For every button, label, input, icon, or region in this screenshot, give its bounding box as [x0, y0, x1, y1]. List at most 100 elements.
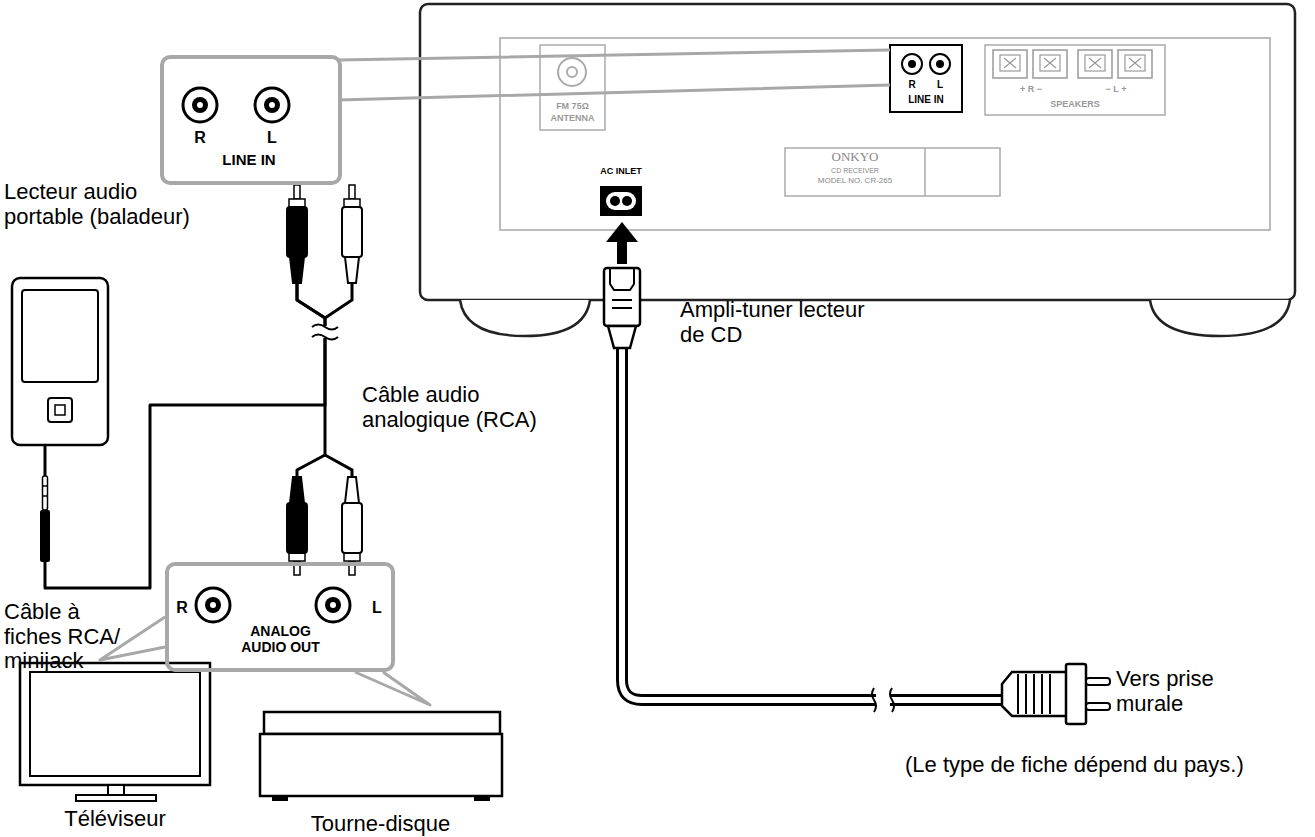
line-in-jacks: [902, 54, 922, 74]
turntable: [264, 712, 500, 734]
antenna-terminal: [558, 58, 586, 86]
jack-socket: [210, 602, 216, 608]
antenna-terminal: [540, 45, 605, 130]
rca-plugs: [287, 185, 362, 575]
cable-label: Câble à fiches RCA/ minijack: [4, 600, 139, 674]
rating-plate: [785, 148, 1000, 196]
rca-plugs: [287, 185, 307, 283]
power-cord: [612, 300, 632, 308]
tv-set: [108, 785, 124, 795]
jack-socket: [264, 97, 280, 113]
minijack-plug: [40, 476, 50, 562]
jack-socket: [255, 88, 289, 122]
cable-stub: [325, 283, 352, 478]
insert-arrow: [606, 222, 638, 264]
power-cord: [876, 688, 890, 714]
receiver-body: [460, 300, 590, 336]
jack-socket: [330, 602, 336, 608]
power-cord: [622, 345, 1002, 700]
portable-player: [12, 278, 108, 445]
line-in-jacks: [930, 54, 950, 74]
power-cord: [608, 326, 636, 348]
jack-socket: [197, 102, 203, 108]
ac-inlet: [622, 196, 632, 206]
model-text: MODEL NO. CR-265: [785, 177, 925, 186]
speaker-terminals: [985, 45, 1165, 115]
antenna-terminal: [540, 45, 605, 130]
power-cord: [610, 268, 634, 290]
brand-name: ONKYO: [785, 150, 925, 165]
line-in-jacks: [936, 60, 944, 68]
rating-plate: [785, 148, 1000, 196]
insert-arrow: [606, 222, 638, 242]
wall-plug: [1018, 674, 1050, 714]
channel-label: L: [262, 129, 282, 147]
ac-inlet: [606, 192, 636, 210]
jack-socket: [183, 88, 217, 122]
speaker-terminals: [993, 50, 1027, 78]
jack-label: ANALOG AUDIO OUT: [233, 624, 328, 655]
zoom-lines: [338, 50, 890, 100]
turntable-device: Tourne-disque: [258, 705, 503, 835]
line-in-jacks: [908, 60, 916, 68]
rca-plugs: [342, 185, 362, 283]
rca-plugs: [342, 477, 362, 575]
channel-label: L: [933, 79, 947, 90]
speaker-terminals: [1118, 50, 1152, 78]
device-label: Ampli-tuner lecteur de CD: [680, 298, 880, 347]
polarity-label: + R −: [993, 84, 1069, 94]
line-in-jacks: [890, 45, 962, 112]
device-label: Lecteur audio portable (baladeur): [4, 180, 219, 229]
power-cord: [604, 268, 640, 326]
tv-set: [76, 795, 156, 801]
rca-plugs: [287, 477, 307, 575]
jack-socket: [316, 588, 350, 622]
tv-set: [20, 663, 210, 785]
turntable: [272, 796, 288, 801]
jack-label: LINE IN: [890, 94, 962, 105]
channel-label: L: [368, 599, 386, 617]
tv-set: [20, 663, 210, 801]
cable-break: [312, 325, 338, 340]
inlet-label: AC INLET: [588, 166, 654, 176]
speaker-terminals: [1078, 50, 1112, 78]
device-label: Tourne-disque: [258, 812, 503, 837]
portable-player: [55, 405, 65, 415]
jack-socket: [192, 97, 208, 113]
receiver-body: [500, 38, 1270, 230]
terminal-label: SPEAKERS: [985, 99, 1165, 109]
portable-player: [48, 398, 72, 422]
speaker-terminals: [1033, 50, 1067, 78]
portable-player: [12, 278, 108, 445]
jack-socket: [183, 88, 350, 622]
minijack-plug: [40, 510, 50, 562]
wall-plug: [1066, 664, 1086, 724]
receiver-body: [1150, 300, 1290, 336]
receiver-body: [420, 4, 1295, 300]
turntable: [474, 796, 490, 801]
turntable: [260, 734, 502, 796]
note-text: (Le type de fiche dépend du pays.): [905, 753, 1310, 778]
power-cord: [872, 688, 894, 712]
wall-plug: [1086, 703, 1110, 710]
ac-inlet: [600, 186, 642, 216]
line-in-jacks: [890, 45, 962, 112]
minijack-plug: [43, 486, 48, 496]
speaker-terminals: [985, 45, 1165, 115]
channel-label: R: [173, 599, 191, 617]
polarity-label: − L +: [1078, 84, 1154, 94]
cable-stub: [325, 283, 352, 478]
jack-socket: [269, 102, 275, 108]
portable-player: Lecteur audio portable (baladeur): [10, 278, 110, 445]
device-label: Téléviseur: [15, 807, 215, 832]
tv-device: Téléviseur: [15, 660, 215, 832]
channel-label: R: [190, 129, 210, 147]
antenna-terminal: [567, 67, 577, 77]
jack-socket: [325, 597, 341, 613]
zoom-lines: [338, 50, 890, 100]
jack-socket: [205, 597, 221, 613]
turntable: [260, 712, 502, 801]
zoom-callout: RLLINE IN: [160, 55, 342, 185]
cable-break: [312, 325, 338, 340]
